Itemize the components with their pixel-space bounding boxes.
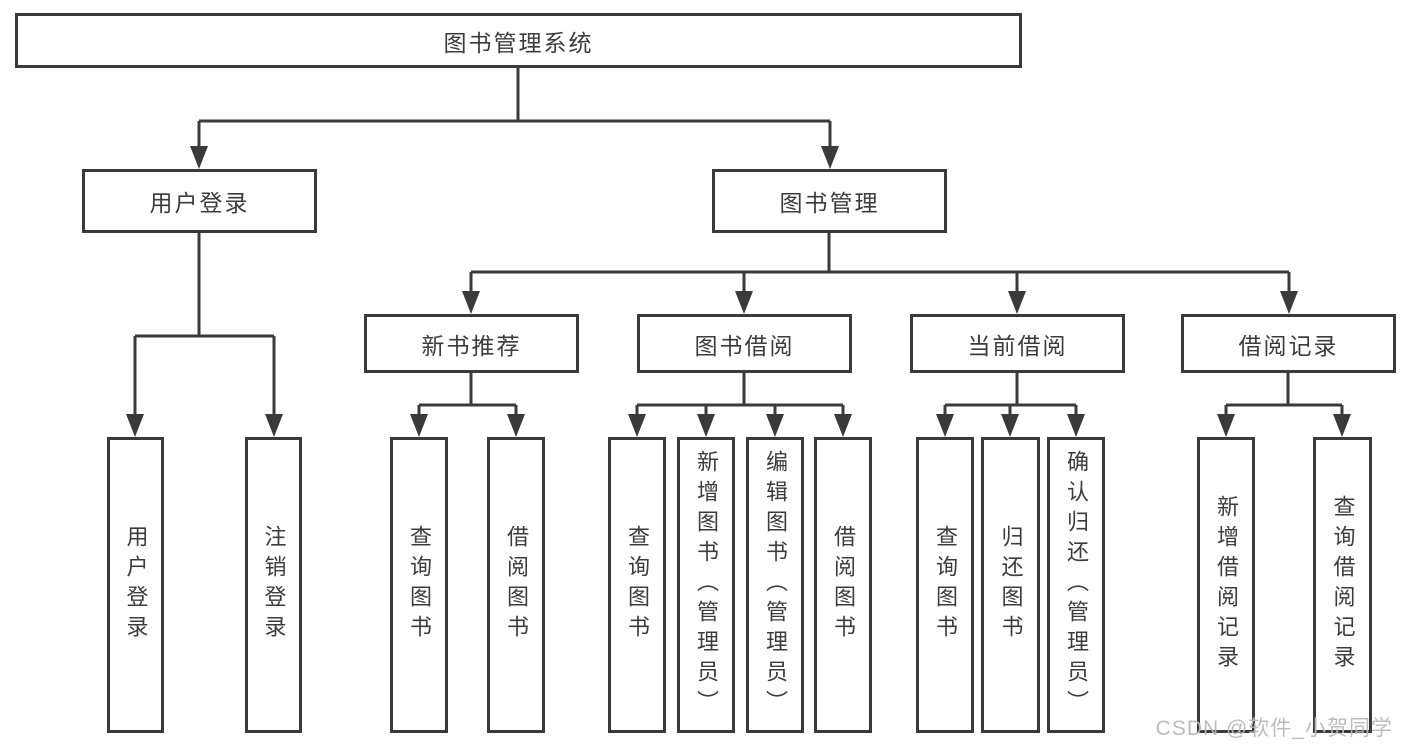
- csdn-watermark: CSDN @软件_小贺同学: [1155, 717, 1393, 740]
- leaf-label: 用户登录: [123, 525, 149, 645]
- node-borrowing-records: 借阅记录: [1181, 314, 1396, 373]
- leaf-query-books-current: 查询图书: [916, 437, 974, 733]
- arrow-down-icon: [462, 291, 480, 314]
- arrow-down-icon: [1008, 291, 1026, 314]
- arrow-down-icon: [697, 414, 715, 437]
- leaf-borrow-books-newbook: 借阅图书: [487, 437, 545, 733]
- arrowheads: [126, 146, 1351, 437]
- leaf-add-borrow-record: 新增借阅记录: [1197, 437, 1255, 733]
- leaf-add-books-admin: 新增图书（管理员）: [677, 437, 735, 733]
- node-user-login: 用户登录: [82, 169, 317, 233]
- leaf-confirm-return-admin: 确认归还（管理员）: [1047, 437, 1105, 733]
- node-new-book-recommend: 新书推荐: [364, 314, 579, 373]
- leaf-label: 新增借阅记录: [1214, 495, 1239, 675]
- leaf-user-login: 用户登录: [107, 437, 164, 733]
- arrow-down-icon: [265, 414, 283, 437]
- connector-current-borrow-to-leaves: [943, 373, 1078, 419]
- node-current-borrowing: 当前借阅: [910, 314, 1125, 373]
- node-book-management: 图书管理: [712, 169, 947, 233]
- leaf-query-books-borrowing: 查询图书: [608, 437, 666, 733]
- arrow-down-icon: [735, 291, 753, 314]
- arrow-down-icon: [1333, 414, 1351, 437]
- leaf-label: 确认归还（管理员）: [1064, 450, 1089, 720]
- arrow-down-icon: [1001, 414, 1019, 437]
- arrow-down-icon: [766, 414, 784, 437]
- leaf-edit-books-admin: 编辑图书（管理员）: [746, 437, 804, 733]
- arrow-down-icon: [126, 414, 144, 437]
- leaf-query-borrow-record: 查询借阅记录: [1313, 437, 1372, 733]
- leaf-label: 查询借阅记录: [1330, 495, 1356, 675]
- leaf-label: 借阅图书: [831, 525, 856, 645]
- leaf-label: 查询图书: [407, 525, 432, 645]
- connector-user-login-to-leaves: [133, 233, 276, 418]
- arrow-down-icon: [1217, 414, 1235, 437]
- leaf-label: 借阅图书: [504, 525, 529, 645]
- node-book-borrowing: 图书借阅: [637, 314, 852, 373]
- connector-new-book-to-leaves: [417, 373, 518, 419]
- arrow-down-icon: [190, 146, 208, 169]
- leaf-return-books: 归还图书: [981, 437, 1040, 733]
- arrow-down-icon: [507, 414, 525, 437]
- leaf-logout: 注销登录: [245, 437, 302, 733]
- leaf-borrow-books-borrowing: 借阅图书: [814, 437, 872, 733]
- leaf-query-books-newbook: 查询图书: [390, 437, 448, 733]
- connector-book-borrow-to-leaves: [635, 373, 845, 419]
- arrow-down-icon: [834, 414, 852, 437]
- leaf-label: 查询图书: [625, 525, 650, 645]
- leaf-label: 归还图书: [998, 525, 1024, 645]
- arrow-down-icon: [628, 414, 646, 437]
- leaf-label: 注销登录: [261, 525, 287, 645]
- node-library-management-system: 图书管理系统: [15, 13, 1022, 68]
- arrow-down-icon: [936, 414, 954, 437]
- leaf-label: 编辑图书（管理员）: [763, 450, 788, 720]
- arrow-down-icon: [821, 146, 839, 169]
- leaf-label: 查询图书: [933, 525, 958, 645]
- arrow-down-icon: [1280, 291, 1298, 314]
- arrow-down-icon: [410, 414, 428, 437]
- arrow-down-icon: [1067, 414, 1085, 437]
- connector-book-management-to-level3: [469, 233, 1291, 294]
- connector-borrow-record-to-leaves: [1224, 373, 1344, 419]
- leaf-label: 新增图书（管理员）: [694, 450, 719, 720]
- connector-root-to-level2: [197, 68, 832, 150]
